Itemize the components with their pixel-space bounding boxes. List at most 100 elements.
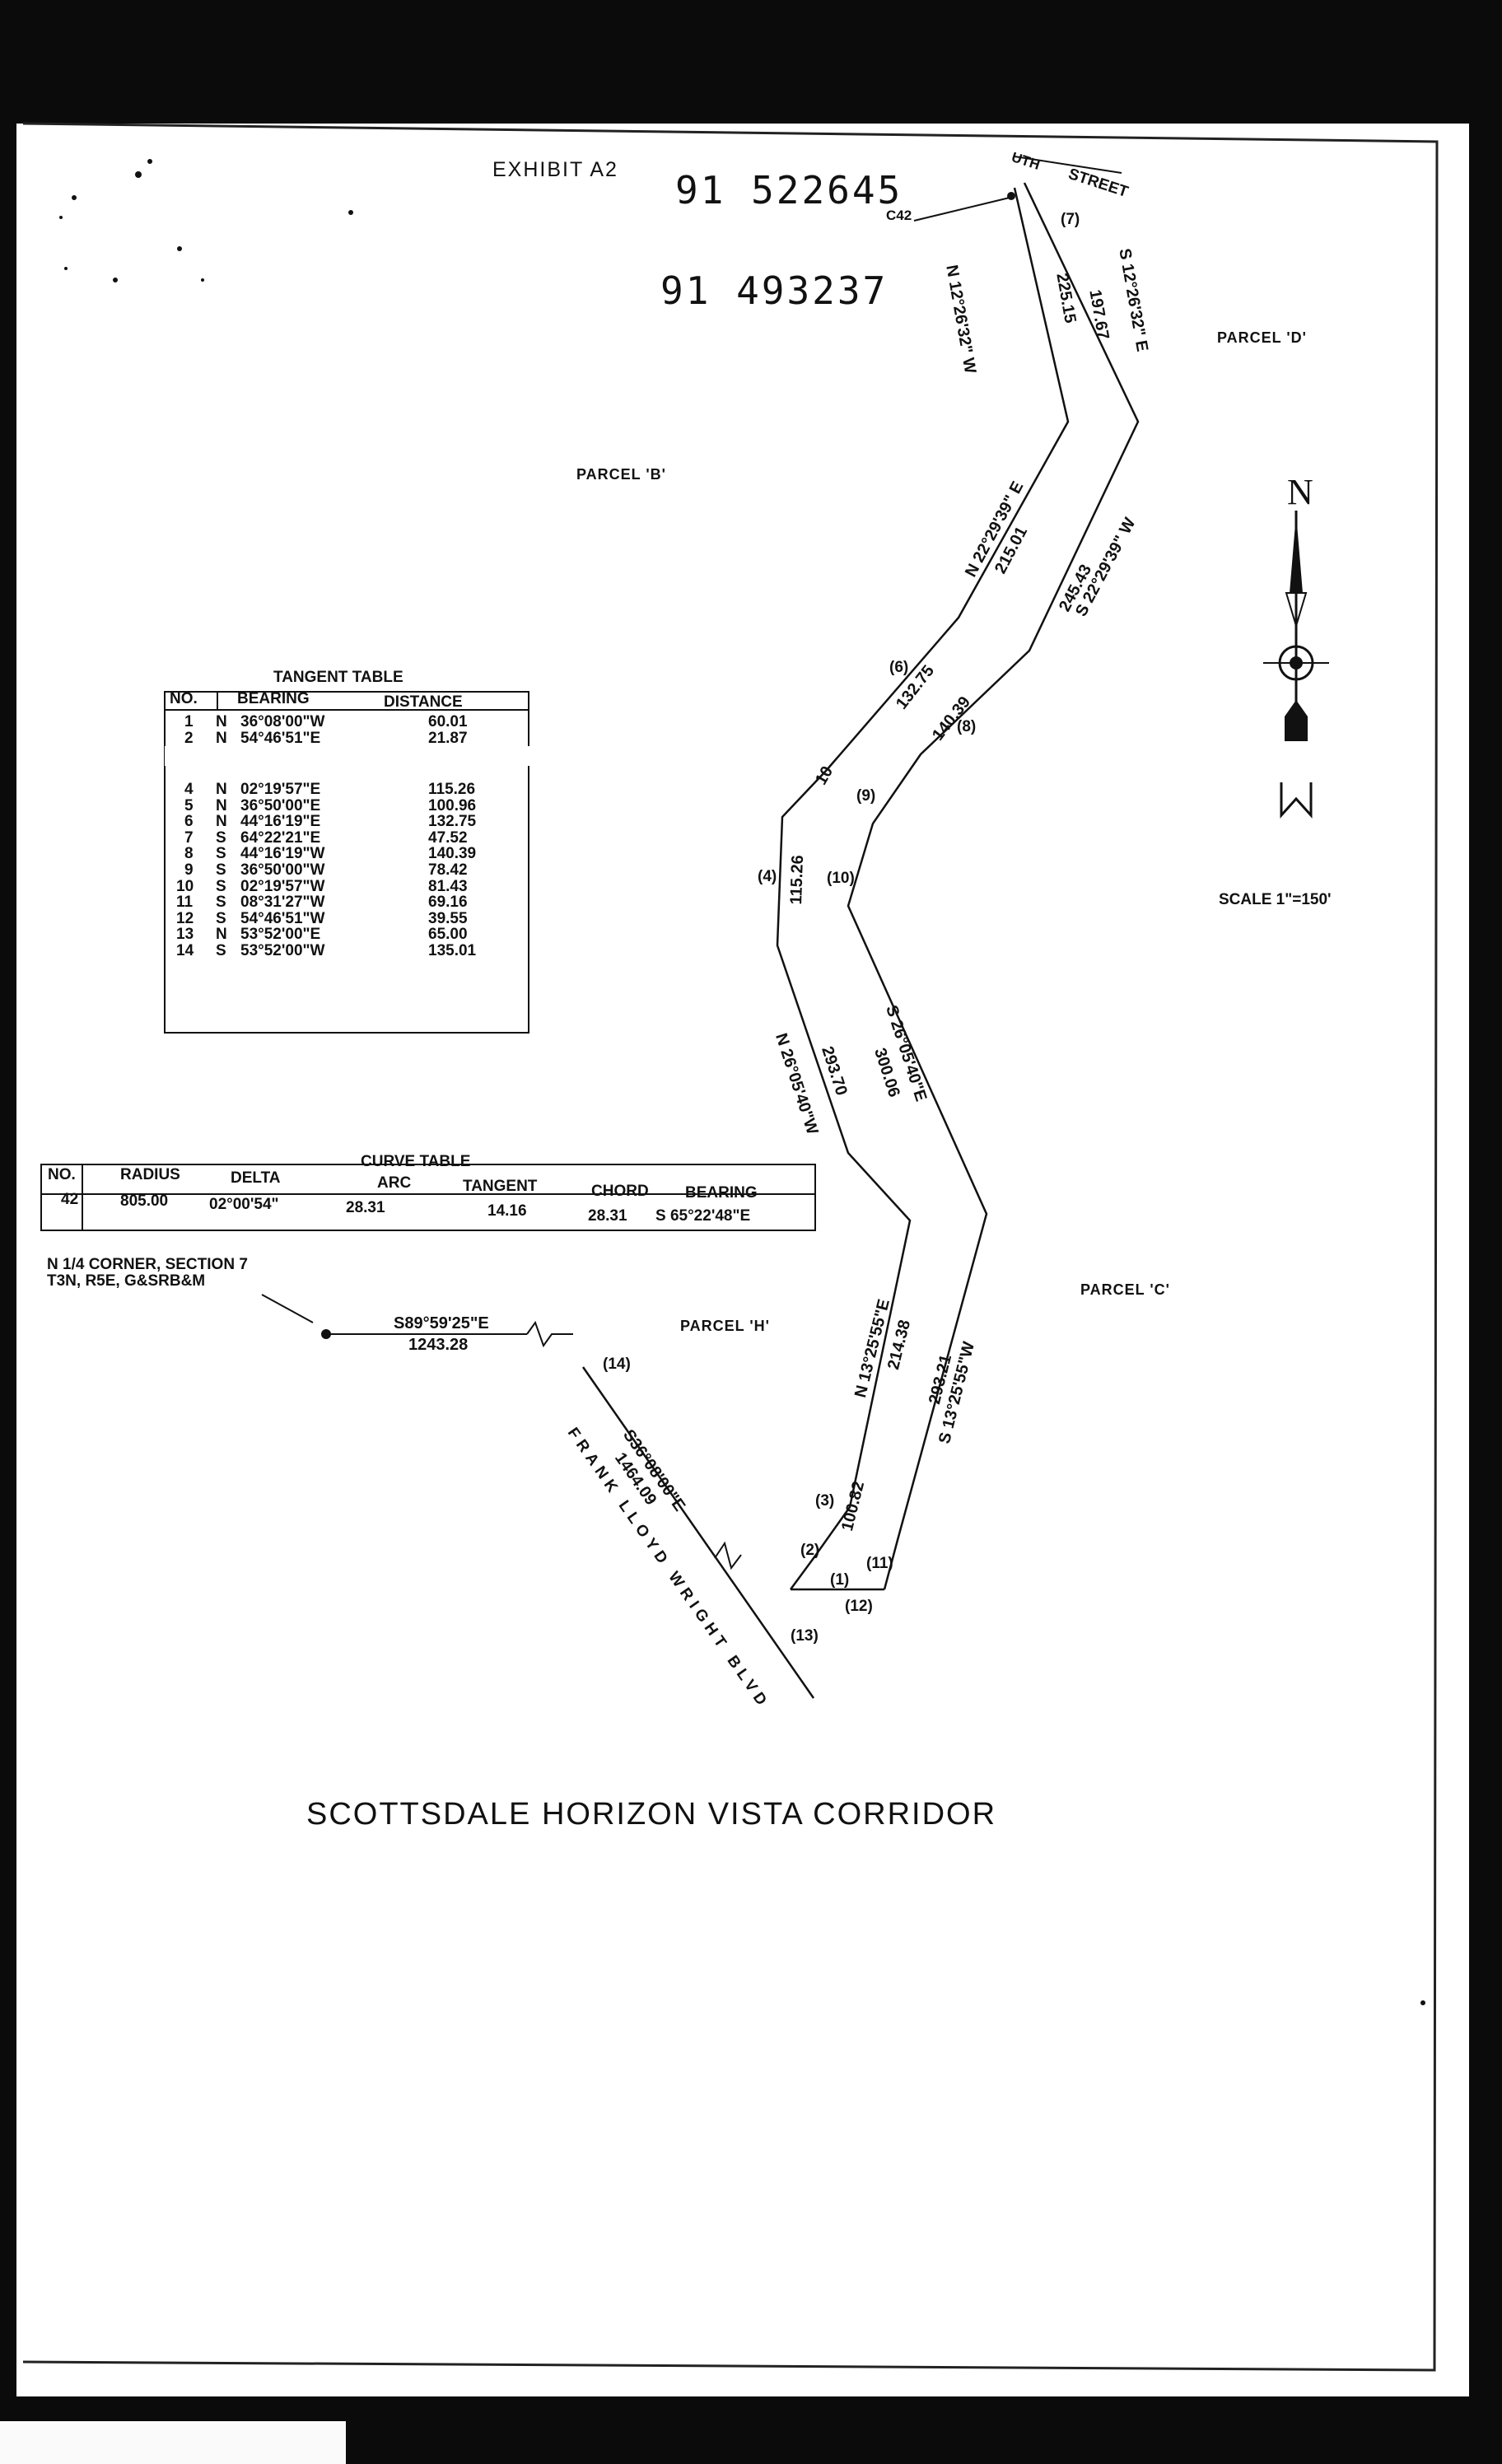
scan-corner-patch: [0, 2421, 346, 2464]
tangent-row-1-no: 1: [184, 713, 194, 730]
tangent-row-12-no: 12: [176, 910, 194, 927]
curve-row-arc: 28.31: [346, 1199, 385, 1216]
sheet-border: [22, 122, 1439, 2372]
parcel-h-label: PARCEL 'H': [680, 1318, 770, 1334]
poc-point: [1007, 192, 1015, 200]
tangent-row-11-ns: S: [216, 894, 226, 911]
tangent-row-9-bearing: 36°50'00"W: [240, 861, 325, 879]
tangent-row-4-no: 4: [184, 781, 194, 798]
scan-border-right: [1469, 0, 1502, 2464]
corner-note-line1: N 1/4 CORNER, SECTION 7: [47, 1256, 248, 1273]
curve-ref-label: C42: [886, 208, 912, 223]
tangent-row-1-bearing: 36°08'00"W: [240, 713, 325, 730]
tangent-row-6-bearing: 44°16'19"E: [240, 813, 321, 830]
tangent-header-bearing: BEARING: [237, 690, 310, 707]
tangent-row-6-ns: N: [216, 813, 227, 830]
tangent-row-5-ns: N: [216, 797, 227, 814]
c42-leader: [913, 197, 1010, 222]
segment-tag-9: (9): [856, 787, 876, 805]
tangent-row-11-bearing: 08°31'27"W: [240, 894, 325, 911]
tangent-row-1-distance: 60.01: [428, 713, 468, 730]
segment-tag-8: (8): [957, 718, 977, 735]
curve-table-title: CURVE TABLE: [361, 1153, 471, 1170]
segment-tag-7: (7): [1061, 211, 1080, 228]
segment-tag-2: (2): [800, 1542, 820, 1559]
tangent-row-2-no: 2: [184, 730, 194, 747]
drawing-title: SCOTTSDALE HORIZON VISTA CORRIDOR: [306, 1797, 997, 1832]
tangent-row-13-distance: 65.00: [428, 926, 468, 943]
parcel-d-label: PARCEL 'D': [1217, 329, 1307, 346]
blvd-break: [714, 1541, 742, 1570]
tangent-row-6-no: 6: [184, 813, 194, 830]
tie-break: [526, 1320, 573, 1348]
record-number-2: 91 493237: [660, 268, 889, 313]
tangent-row-8-distance: 140.39: [428, 845, 477, 862]
tangent-row-9-distance: 78.42: [428, 861, 468, 879]
tangent-row-4-bearing: 02°19'57"E: [240, 781, 321, 798]
tangent-row-9-no: 9: [184, 861, 194, 879]
tangent-row-10-ns: S: [216, 878, 226, 895]
tangent-row-14-ns: S: [216, 942, 226, 959]
tangent-row-8-bearing: 44°16'19"W: [240, 845, 325, 862]
tangent-row-11-no: 11: [176, 894, 194, 911]
exhibit-label: EXHIBIT A2: [492, 158, 618, 181]
corner-note-line2: T3N, R5E, G&SRB&M: [47, 1272, 206, 1290]
tangent-row-12-ns: S: [216, 910, 226, 927]
curve-header-bearing: BEARING: [685, 1184, 758, 1202]
tangent-table-title: TANGENT TABLE: [273, 669, 403, 686]
curve-table-frame: [40, 1164, 816, 1231]
scale-label: SCALE 1"=150': [1219, 891, 1332, 908]
tie-distance: 1243.28: [408, 1336, 469, 1354]
curve-row-chord: 28.31: [588, 1207, 627, 1225]
tangent-row-5-distance: 100.96: [428, 797, 477, 814]
tangent-row-10-distance: 81.43: [428, 878, 468, 895]
tangent-header-distance: DISTANCE: [384, 693, 463, 711]
segment-tag-6: (6): [889, 659, 909, 676]
curve-header-arc: ARC: [377, 1174, 412, 1192]
tangent-header-no: NO.: [170, 690, 198, 707]
tangent-row-5-bearing: 36°50'00"E: [240, 797, 321, 814]
tangent-row-13-ns: N: [216, 926, 227, 943]
tangent-row-2-ns: N: [216, 730, 227, 747]
segment-tag-13: (13): [791, 1627, 819, 1645]
curve-header-radius: RADIUS: [120, 1166, 180, 1183]
tangent-row-7-ns: S: [216, 829, 226, 847]
blvd-line: [581, 1366, 815, 1699]
street-line: [1014, 156, 1122, 174]
tangent-row-12-bearing: 54°46'51"W: [240, 910, 325, 927]
scan-border-left: [0, 124, 16, 2413]
north-letter: N: [1287, 472, 1313, 512]
parcel-c-label: PARCEL 'C': [1080, 1281, 1170, 1298]
tangent-row-7-bearing: 64°22'21"E: [240, 829, 321, 847]
tangent-row-10-no: 10: [176, 878, 194, 895]
curve-row-radius: 805.00: [120, 1192, 169, 1210]
segment-tag-12: (12): [845, 1598, 873, 1615]
tangent-row-6-distance: 132.75: [428, 813, 477, 830]
tangent-row-14-distance: 135.01: [428, 942, 477, 959]
tangent-row-8-no: 8: [184, 845, 194, 862]
tangent-row-12-distance: 39.55: [428, 910, 468, 927]
curve-row-no: 42: [61, 1191, 79, 1208]
curve-header-delta: DELTA: [231, 1169, 281, 1187]
tangent-row-1-ns: N: [216, 713, 227, 730]
tie-bearing: S89°59'25"E: [394, 1314, 489, 1332]
tangent-row-5-no: 5: [184, 797, 194, 814]
section-corner-note: N 1/4 CORNER, SECTION 7 T3N, R5E, G&SRB&…: [47, 1257, 248, 1290]
corridor-west-line: [776, 187, 1070, 1590]
segment-tag-3: (3): [815, 1492, 835, 1510]
corner-leader: [261, 1294, 314, 1323]
call-4-distance: 115.26: [787, 854, 808, 905]
parcel-b-label: PARCEL 'B': [576, 466, 666, 483]
tangent-row-14-bearing: 53°52'00"W: [240, 942, 325, 959]
curve-row-delta: 02°00'54": [209, 1196, 279, 1213]
segment-tag-11: (11): [866, 1555, 893, 1572]
tangent-row-2-bearing: 54°46'51"E: [240, 730, 321, 747]
curve-row-bearing: S 65°22'48"E: [655, 1207, 751, 1225]
tangent-row-13-no: 13: [176, 926, 194, 943]
curve-header-chord: CHORD: [591, 1183, 649, 1200]
curve-header-no: NO.: [48, 1166, 76, 1183]
tangent-row-10-bearing: 02°19'57"W: [240, 878, 325, 895]
tangent-row-7-distance: 47.52: [428, 829, 468, 847]
tangent-row-8-ns: S: [216, 845, 226, 862]
